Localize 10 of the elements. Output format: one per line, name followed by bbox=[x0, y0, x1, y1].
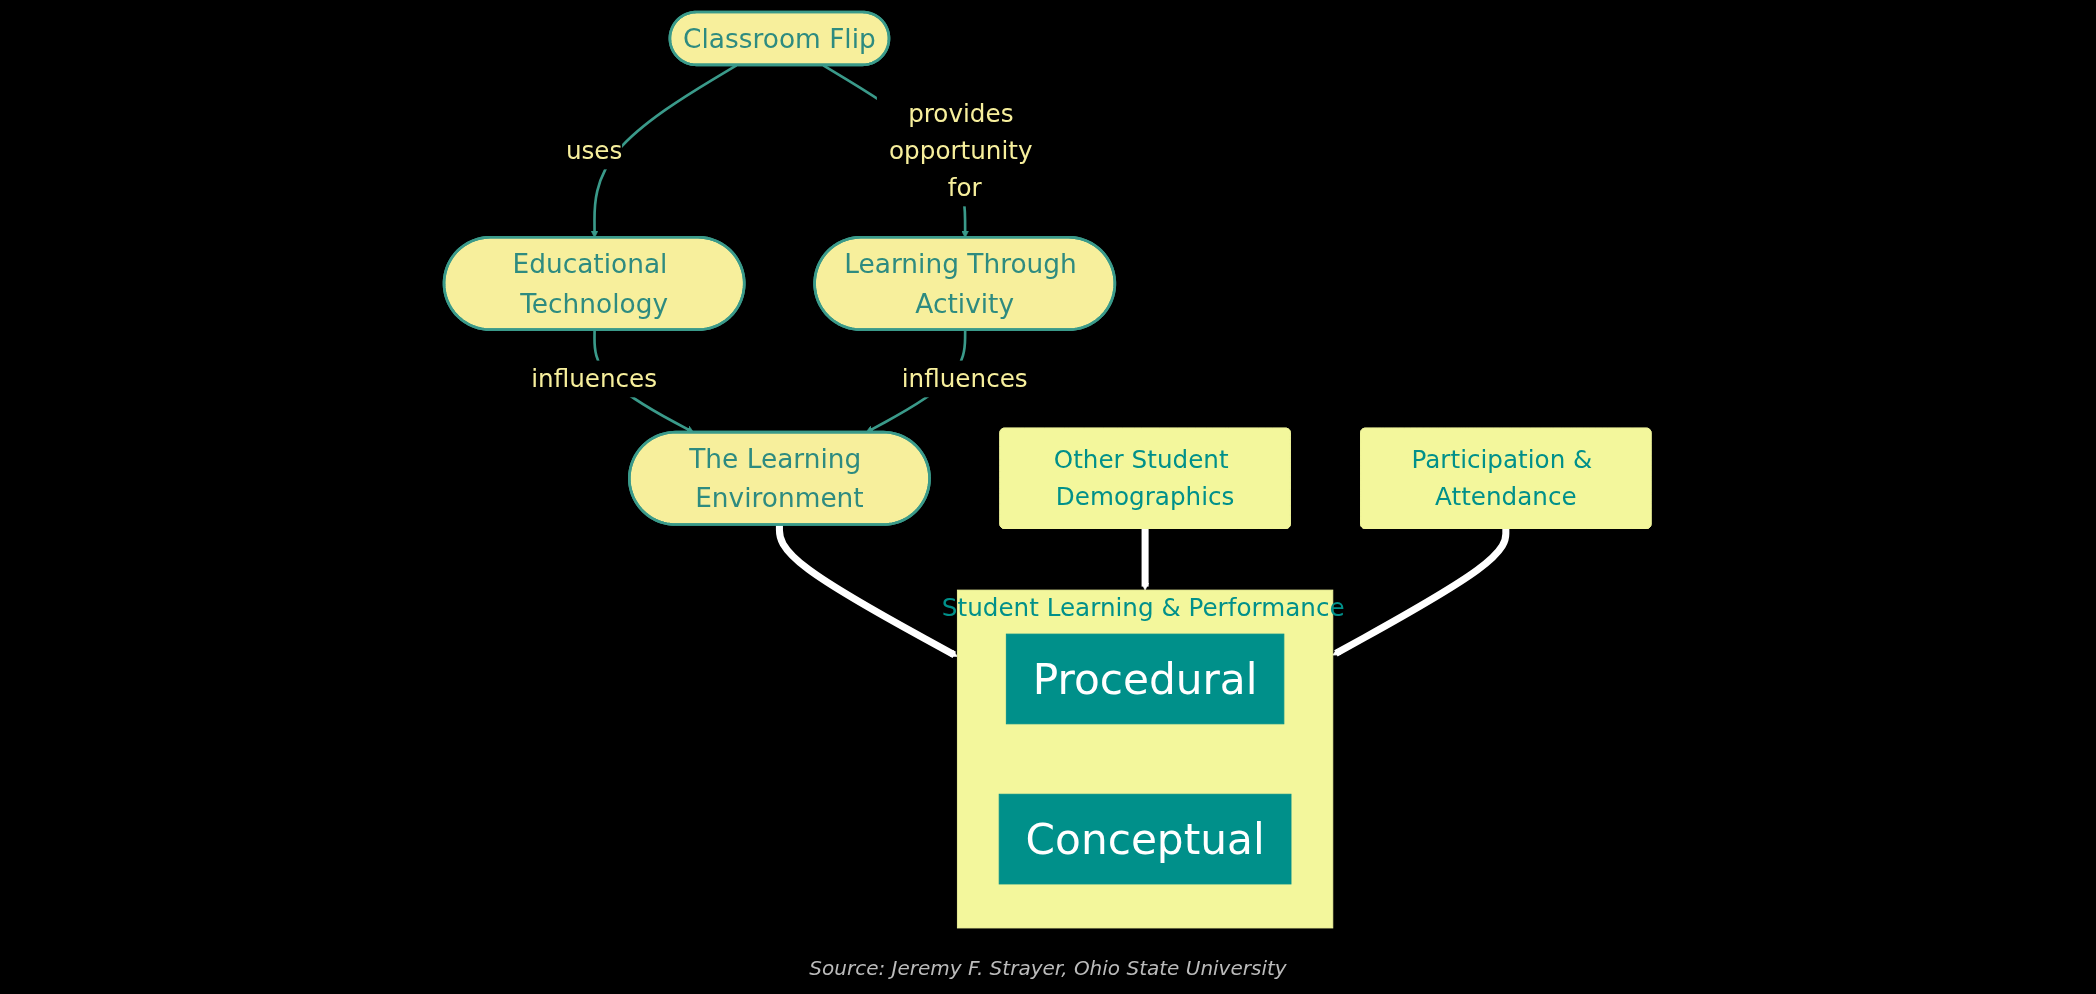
caption: Source: Jeremy F. Strayer, Ohio State University bbox=[809, 956, 1287, 980]
edge-label: provides opportunity for bbox=[889, 99, 1034, 203]
arrow bbox=[776, 524, 959, 658]
edge-label: influences bbox=[902, 363, 1029, 394]
arrow bbox=[1332, 528, 1510, 657]
edge-label: influences bbox=[531, 363, 658, 394]
node-box: Procedural bbox=[1006, 633, 1285, 725]
node-box: Conceptual bbox=[999, 793, 1292, 885]
edge-label: uses bbox=[566, 136, 623, 166]
arrow bbox=[1141, 528, 1150, 591]
